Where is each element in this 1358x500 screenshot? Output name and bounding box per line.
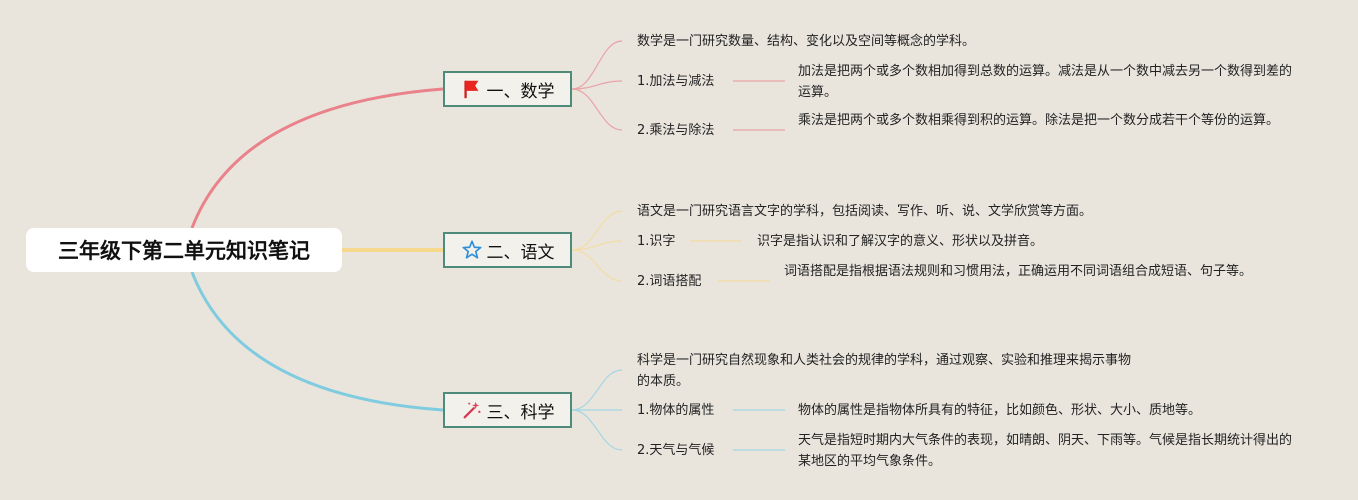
- math-summary: 数学是一门研究数量、结构、变化以及空间等概念的学科。: [637, 34, 976, 49]
- chinese-item-literacy[interactable]: 1.识字: [637, 234, 676, 249]
- root-node[interactable]: 三年级下第二单元知识笔记: [26, 228, 342, 272]
- math-detail-add-subtract: 加法是把两个或多个数相加得到总数的运算。减法是从一个数中减去另一个数得到差的运算…: [798, 64, 1293, 100]
- magic-wand-icon: [461, 399, 483, 421]
- science-detail-properties: 物体的属性是指物体所具有的特征，比如颜色、形状、大小、质地等。: [798, 403, 1202, 418]
- topic-math[interactable]: 一、数学: [443, 71, 572, 107]
- chinese-summary: 语文是一门研究语言文字的学科，包括阅读、写作、听、说、文学欣赏等方面。: [637, 204, 1093, 219]
- math-item-add-subtract[interactable]: 1.加法与减法: [637, 74, 715, 89]
- chinese-detail-collocation: 词语搭配是指根据语法规则和习惯用法，正确运用不同词语组合成短语、句子等。: [784, 264, 1253, 279]
- topic-chinese-label: 二、语文: [486, 242, 555, 263]
- topic-math-label: 一、数学: [486, 81, 555, 102]
- math-item-multiply-divide[interactable]: 2.乘法与除法: [637, 123, 715, 138]
- math-detail-multiply-divide: 乘法是把两个或多个数相乘得到积的运算。除法是把一个数分成若干个等份的运算。: [798, 113, 1280, 128]
- science-item-properties[interactable]: 1.物体的属性: [637, 403, 715, 418]
- chinese-detail-literacy: 识字是指认识和了解汉字的意义、形状以及拼音。: [757, 234, 1044, 249]
- topic-science[interactable]: 三、科学: [443, 392, 572, 428]
- science-item-weather-climate[interactable]: 2.天气与气候: [637, 443, 715, 458]
- science-detail-weather-climate: 天气是指短时期内大气条件的表现，如晴朗、阴天、下雨等。气候是指长期统计得出的某地…: [798, 433, 1293, 469]
- root-title: 三年级下第二单元知识笔记: [58, 239, 310, 263]
- topic-science-label: 三、科学: [486, 402, 555, 423]
- topic-chinese[interactable]: 二、语文: [443, 232, 572, 268]
- red-flag-icon: [461, 78, 483, 100]
- chinese-item-collocation[interactable]: 2.词语搭配: [637, 274, 702, 289]
- connector-root-math: [190, 87, 444, 229]
- connector-root-science: [190, 271, 444, 412]
- blue-star-icon: [461, 239, 483, 261]
- science-summary: 科学是一门研究自然现象和人类社会的规律的学科，通过观察、实验和推理来揭示事物的本…: [637, 353, 1132, 389]
